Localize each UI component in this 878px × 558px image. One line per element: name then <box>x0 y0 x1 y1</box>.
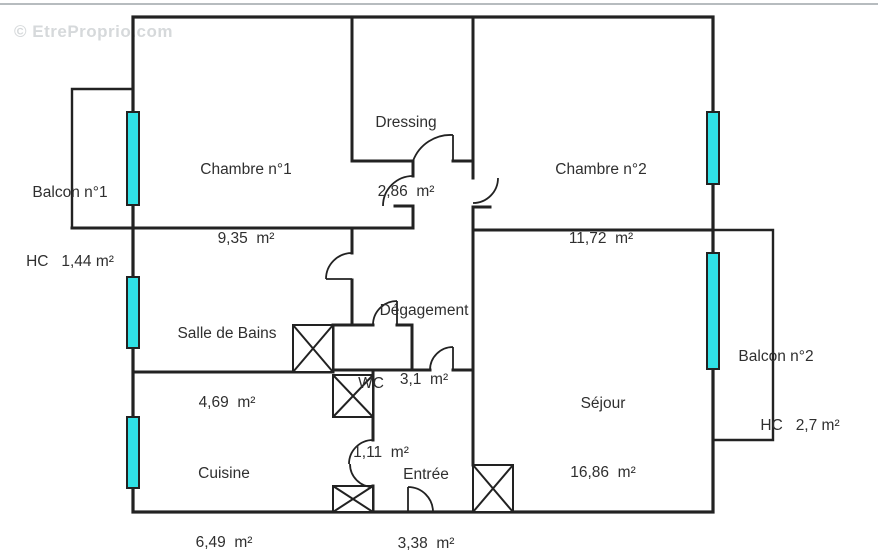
door-dressing <box>412 134 454 162</box>
room-label-sejour: Séjour 16,86 m² <box>570 346 635 530</box>
room-name: Chambre n°1 <box>200 161 292 178</box>
room-label-balcon-1: Balcon n°1 HC 1,44 m² <box>26 135 114 319</box>
wall-corridor-right <box>471 15 492 467</box>
windows <box>126 111 720 489</box>
door-chambre1 <box>382 175 414 207</box>
window-cuisine <box>126 416 140 489</box>
door-degagement-entree <box>429 346 454 371</box>
room-name: Séjour <box>580 395 626 412</box>
door-chambre2 <box>472 177 499 204</box>
room-area: 16,86 m² <box>570 464 636 481</box>
room-name: Entrée <box>403 466 449 483</box>
room-label-chambre-1: Chambre n°1 9,35 m² <box>200 112 292 296</box>
top-divider-line <box>0 3 878 5</box>
wall-balcony-2 <box>711 228 775 442</box>
room-area: HC 2,7 m² <box>760 417 840 434</box>
room-label-chambre-2: Chambre n°2 11,72 m² <box>555 112 647 296</box>
wall-wc-box <box>331 323 414 372</box>
door-entree-front <box>407 486 434 513</box>
room-area: 3,1 m² <box>399 371 449 388</box>
shaft-box-cuisine-bottom <box>332 485 374 513</box>
window-sdb <box>126 276 140 349</box>
room-area: 4,69 m² <box>198 394 256 411</box>
room-label-cuisine: Cuisine 6,49 m² <box>196 416 253 558</box>
room-area: 6,49 m² <box>195 534 253 551</box>
room-name: Chambre n°2 <box>555 161 647 178</box>
wall-chambre1-nook <box>393 159 415 230</box>
shaft-box-sejour-corner <box>472 464 514 513</box>
room-label-balcon-2: Balcon n°2 HC 2,7 m² <box>736 299 839 483</box>
room-label-wc: WC 1,11 m² <box>343 326 409 510</box>
room-label-degagement: Dégagement 3,1 m² <box>380 253 469 437</box>
shaft-boxes <box>292 324 514 513</box>
shaft-box-cuisine-top <box>332 374 374 418</box>
room-name: WC <box>358 375 384 392</box>
room-name: Salle de Bains <box>177 325 277 342</box>
room-name: Dressing <box>375 114 437 131</box>
room-name: Cuisine <box>198 465 250 482</box>
window-chambre2 <box>706 111 720 185</box>
shaft-box-bathroom <box>292 324 334 373</box>
room-area: 3,38 m² <box>397 535 455 552</box>
window-sejour <box>706 252 720 370</box>
room-area: 2,86 m² <box>377 183 435 200</box>
room-area: 11,72 m² <box>568 230 634 247</box>
room-area: HC 1,44 m² <box>26 253 114 270</box>
door-cuisine <box>348 439 374 488</box>
doors <box>325 134 499 513</box>
window-chambre1 <box>126 111 140 206</box>
room-area: 1,11 m² <box>353 444 409 461</box>
room-name: Dégagement <box>379 302 469 319</box>
room-label-salle-de-bains: Salle de Bains 4,69 m² <box>177 276 276 460</box>
room-area: 9,35 m² <box>217 230 275 247</box>
room-name: Balcon n°1 <box>32 184 108 201</box>
door-wc <box>372 300 398 326</box>
room-label-dressing: Dressing 2,86 m² <box>375 65 436 249</box>
door-sdb <box>325 252 353 280</box>
room-label-entree: Entrée 3,38 m² <box>398 417 455 558</box>
room-name: Balcon n°2 <box>738 348 814 365</box>
